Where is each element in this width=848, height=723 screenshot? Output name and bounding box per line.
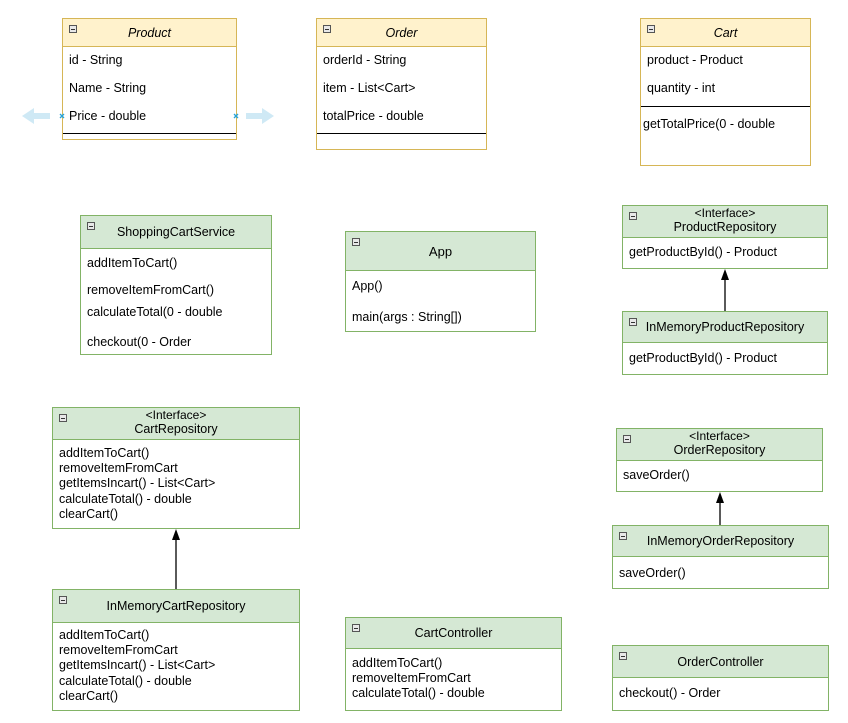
- collapse-icon[interactable]: [629, 318, 637, 326]
- method: calculateTotal() - double: [59, 492, 192, 506]
- class-header: Cart: [641, 19, 810, 47]
- section-divider: [641, 106, 810, 107]
- method: removeItemFromCart: [352, 671, 471, 685]
- stereotype-label: <Interface>: [145, 408, 207, 422]
- class-in-memory-cart-repository[interactable]: InMemoryCartRepository addItemToCart() r…: [52, 589, 300, 711]
- class-product[interactable]: Product id - String Name - String Price …: [62, 18, 237, 140]
- class-title: ProductRepository: [673, 220, 777, 234]
- stereotype-label: <Interface>: [694, 206, 756, 220]
- method: removeItemFromCart: [59, 461, 178, 475]
- class-title: CartController: [414, 626, 493, 640]
- collapse-icon[interactable]: [87, 222, 95, 230]
- method: getTotalPrice(0 - double: [643, 117, 776, 131]
- collapse-icon[interactable]: [69, 25, 77, 33]
- class-title: ShoppingCartService: [116, 225, 236, 239]
- connection-point-right-icon[interactable]: [233, 113, 239, 119]
- class-in-memory-product-repository[interactable]: InMemoryProductRepository getProductById…: [622, 311, 828, 375]
- class-title: InMemoryOrderRepository: [646, 534, 795, 548]
- arrow-in-memory-order-to-order-repository[interactable]: [716, 492, 724, 525]
- class-title: InMemoryProductRepository: [645, 320, 805, 334]
- class-title: App: [428, 244, 453, 259]
- attribute: item - List<Cart>: [323, 81, 416, 95]
- class-cart-controller[interactable]: CartController addItemToCart() removeIte…: [345, 617, 562, 711]
- class-in-memory-order-repository[interactable]: InMemoryOrderRepository saveOrder(): [612, 525, 829, 589]
- attribute: Price - double: [69, 109, 147, 123]
- class-cart[interactable]: Cart product - Product quantity - int ge…: [640, 18, 811, 166]
- arrow-in-memory-product-to-product-repository[interactable]: [721, 269, 729, 311]
- collapse-icon[interactable]: [623, 435, 631, 443]
- class-header: InMemoryProductRepository: [623, 312, 827, 343]
- class-order-repository[interactable]: <Interface> OrderRepository saveOrder(): [616, 428, 823, 492]
- method: addItemToCart(): [59, 446, 150, 460]
- attribute: totalPrice - double: [323, 109, 424, 123]
- method: addItemToCart(): [87, 256, 178, 270]
- class-header: OrderController: [613, 646, 828, 678]
- class-title: Order: [385, 26, 418, 40]
- collapse-icon[interactable]: [59, 596, 67, 604]
- class-header: <Interface> ProductRepository: [623, 206, 827, 238]
- method: clearCart(): [59, 507, 119, 521]
- class-app[interactable]: App App() main(args : String[]): [345, 231, 536, 332]
- collapse-icon[interactable]: [619, 652, 627, 660]
- method: App(): [352, 279, 383, 293]
- attribute: orderId - String: [323, 53, 407, 67]
- method: clearCart(): [59, 689, 119, 703]
- section-divider: [63, 133, 236, 134]
- attribute: quantity - int: [647, 81, 716, 95]
- collapse-icon[interactable]: [352, 238, 360, 246]
- stereotype-label: <Interface>: [689, 429, 750, 443]
- class-order-controller[interactable]: OrderController checkout() - Order: [612, 645, 829, 711]
- collapse-icon[interactable]: [629, 212, 637, 220]
- method: getProductById() - Product: [629, 351, 777, 365]
- method: removeItemFromCart: [59, 643, 178, 657]
- method: checkout() - Order: [619, 686, 721, 700]
- class-header: Order: [317, 19, 486, 47]
- section-divider: [317, 133, 486, 134]
- method: addItemToCart(): [352, 656, 443, 670]
- method: getProductById() - Product: [629, 245, 777, 259]
- method: addItemToCart(): [59, 628, 150, 642]
- class-order[interactable]: Order orderId - String item - List<Cart>…: [316, 18, 487, 150]
- method: removeItemFromCart(): [87, 283, 215, 297]
- class-title: OrderController: [677, 655, 764, 669]
- class-cart-repository[interactable]: <Interface> CartRepository addItemToCart…: [52, 407, 300, 529]
- class-header: <Interface> CartRepository: [53, 408, 299, 440]
- class-title: InMemoryCartRepository: [106, 599, 246, 613]
- collapse-icon[interactable]: [352, 624, 360, 632]
- collapse-icon[interactable]: [647, 25, 655, 33]
- connection-point-left-icon[interactable]: [59, 113, 65, 119]
- class-header: InMemoryOrderRepository: [613, 526, 828, 557]
- method: saveOrder(): [619, 566, 686, 580]
- resize-left-arrow-icon[interactable]: [22, 108, 50, 124]
- method: getItemsIncart() - List<Cart>: [59, 476, 216, 490]
- class-header: <Interface> OrderRepository: [617, 429, 822, 461]
- method: main(args : String[]): [352, 310, 462, 324]
- class-header: InMemoryCartRepository: [53, 590, 299, 623]
- method: calculateTotal() - double: [59, 674, 192, 688]
- class-product-repository[interactable]: <Interface> ProductRepository getProduct…: [622, 205, 828, 269]
- class-header: App: [346, 232, 535, 271]
- class-header: Product: [63, 19, 236, 47]
- method: checkout(0 - Order: [87, 335, 192, 349]
- method: getItemsIncart() - List<Cart>: [59, 658, 216, 672]
- class-title: Product: [127, 26, 172, 40]
- class-header: CartController: [346, 618, 561, 649]
- arrow-in-memory-cart-to-cart-repository[interactable]: [172, 529, 180, 589]
- method: calculateTotal(0 - double: [87, 305, 223, 319]
- class-title: Cart: [713, 26, 738, 40]
- class-title: OrderRepository: [673, 443, 766, 457]
- method: calculateTotal() - double: [352, 686, 485, 700]
- resize-right-arrow-icon[interactable]: [246, 108, 274, 124]
- class-header: ShoppingCartService: [81, 216, 271, 249]
- method: saveOrder(): [623, 468, 690, 482]
- collapse-icon[interactable]: [59, 414, 67, 422]
- attribute: product - Product: [647, 53, 743, 67]
- attribute: Name - String: [69, 81, 147, 95]
- collapse-icon[interactable]: [323, 25, 331, 33]
- class-title: CartRepository: [134, 422, 218, 436]
- attribute: id - String: [69, 53, 123, 67]
- collapse-icon[interactable]: [619, 532, 627, 540]
- class-shopping-cart-service[interactable]: ShoppingCartService addItemToCart() remo…: [80, 215, 272, 355]
